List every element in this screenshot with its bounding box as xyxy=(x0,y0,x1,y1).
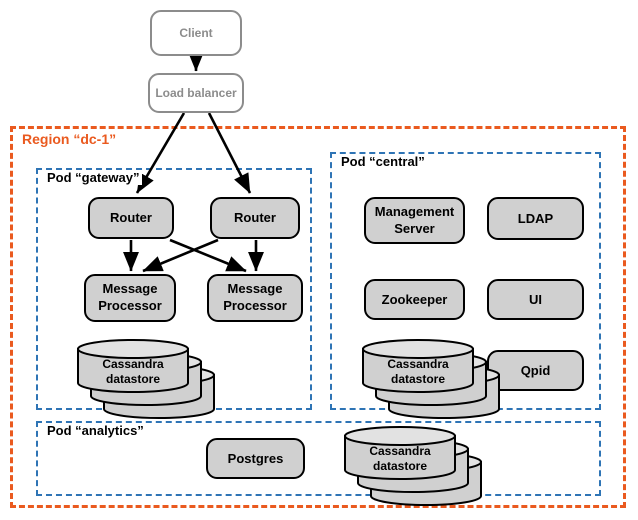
component-label: LDAP xyxy=(517,210,554,226)
component-qpid[interactable]: Qpid xyxy=(487,350,584,391)
external-node-label: Load balancer xyxy=(155,85,237,100)
datastore-cylinder-stack xyxy=(77,339,215,419)
component-label: Qpid xyxy=(520,362,551,378)
region-label: Region “dc-1” xyxy=(18,131,121,147)
external-node-label: Client xyxy=(179,25,213,40)
component-ui[interactable]: UI xyxy=(487,279,584,320)
component-label: Postgres xyxy=(227,450,284,466)
external-node-load_balancer[interactable]: Load balancer xyxy=(148,73,244,113)
pod-label-central: Pod “central” xyxy=(338,154,428,169)
pod-box-analytics xyxy=(36,421,601,496)
component-router-2[interactable]: Router xyxy=(210,197,300,239)
external-node-client[interactable]: Client xyxy=(150,10,242,56)
region-box-region-dc-1 xyxy=(10,126,626,508)
component-ldap[interactable]: LDAP xyxy=(487,197,584,240)
pod-label-gateway: Pod “gateway” xyxy=(44,170,143,185)
datastore-cylinder-stack xyxy=(362,339,500,419)
component-label: Zookeeper xyxy=(381,291,448,307)
component-postgres[interactable]: Postgres xyxy=(206,438,305,479)
component-label: UI xyxy=(529,291,542,307)
component-zookeeper[interactable]: Zookeeper xyxy=(364,279,465,320)
component-label: Router xyxy=(234,210,276,226)
datastore-cylinder-stack xyxy=(344,426,482,506)
pod-label-analytics: Pod “analytics” xyxy=(44,423,147,438)
component-router-1[interactable]: Router xyxy=(88,197,174,239)
component-label: Router xyxy=(110,210,152,226)
